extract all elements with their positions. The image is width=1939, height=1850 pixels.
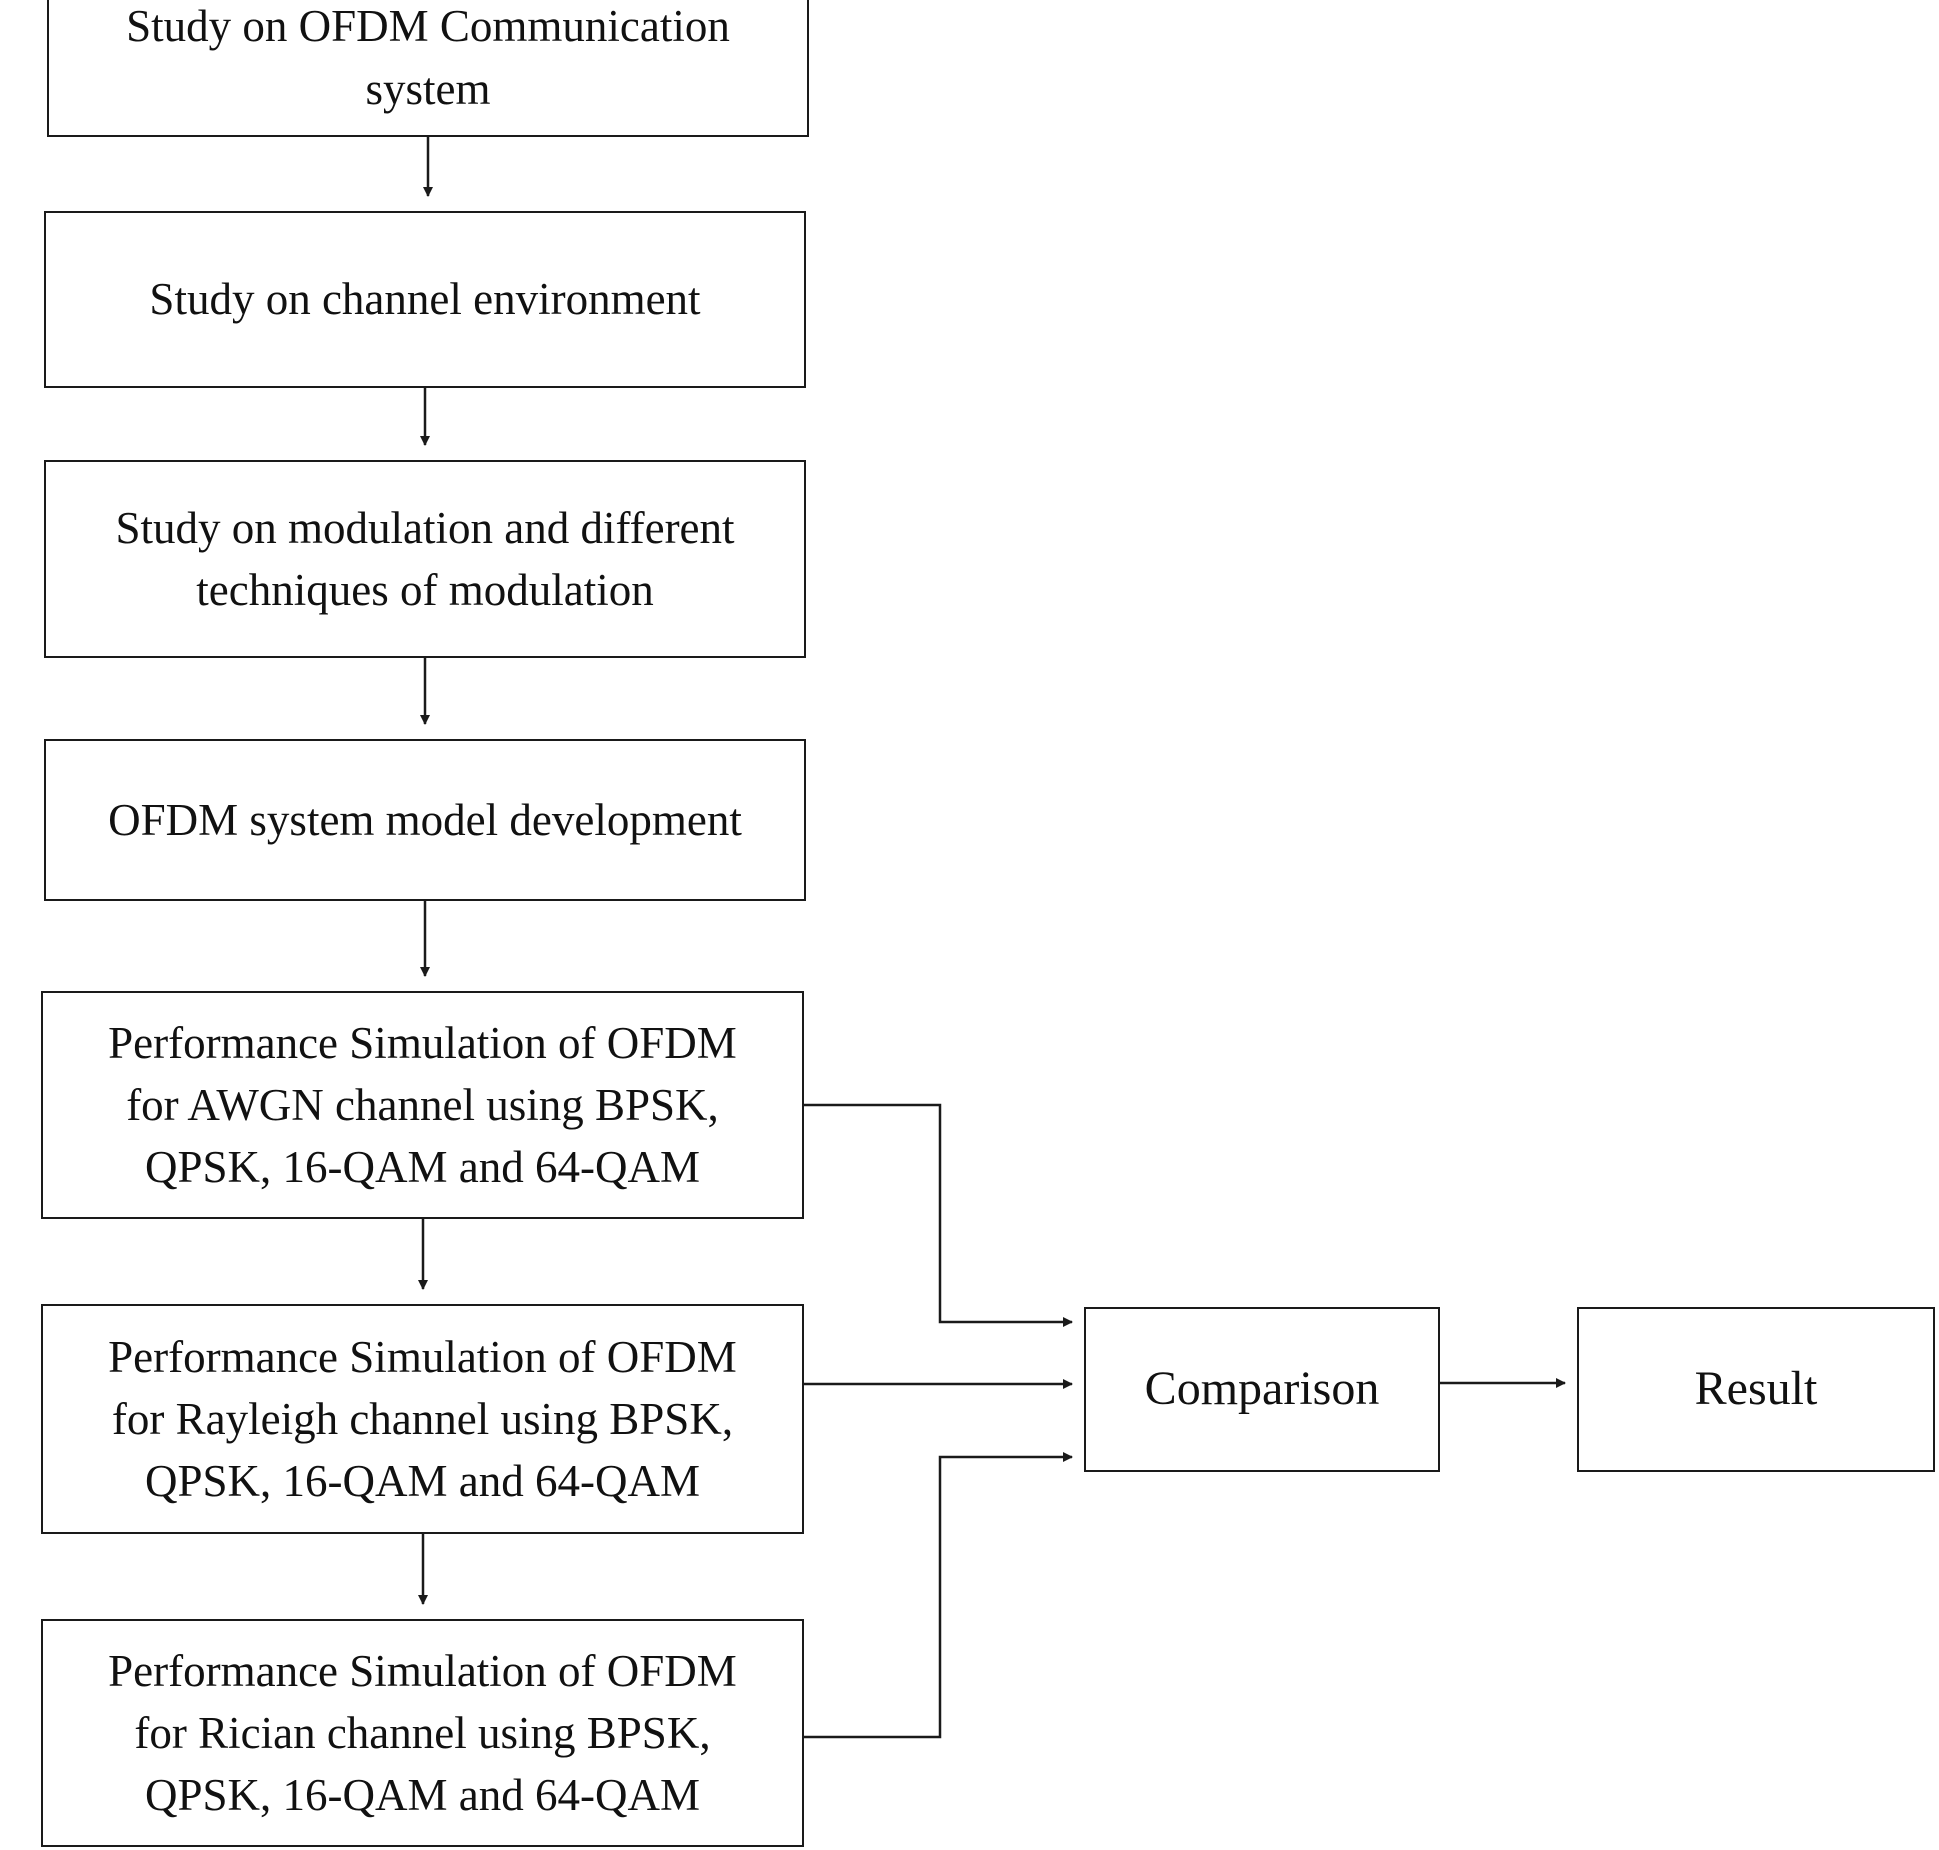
node-model-development: OFDM system model development (44, 739, 806, 901)
node-comparison: Comparison (1084, 1307, 1440, 1472)
node-channel-environment: Study on channel environment (44, 211, 806, 388)
node-ofdm-study: Study on OFDM Communication system (47, 0, 809, 137)
node-label: Study on channel environment (149, 274, 701, 325)
node-result: Result (1577, 1307, 1935, 1472)
node-rayleigh-simulation: Performance Simulation of OFDM for Rayle… (41, 1304, 804, 1534)
node-rician-simulation: Performance Simulation of OFDM for Ricia… (41, 1619, 804, 1847)
node-label: OFDM system model development (108, 794, 742, 845)
node-modulation-study: Study on modulation and different techni… (44, 460, 806, 658)
node-label: Result (1694, 1362, 1818, 1416)
edge-rician-to-comparison (804, 1452, 1073, 1739)
node-label: Study on OFDM Communication system (126, 1, 730, 114)
node-label: Study on modulation and different techni… (115, 502, 735, 615)
node-label: Performance Simulation of OFDM for AWGN … (108, 1017, 737, 1193)
node-awgn-simulation: Performance Simulation of OFDM for AWGN … (41, 991, 804, 1219)
node-label: Performance Simulation of OFDM for Rayle… (108, 1331, 737, 1507)
edge-awgn-to-comparison (804, 1103, 1073, 1327)
node-label: Comparison (1144, 1362, 1380, 1416)
node-label: Performance Simulation of OFDM for Ricia… (108, 1645, 737, 1821)
